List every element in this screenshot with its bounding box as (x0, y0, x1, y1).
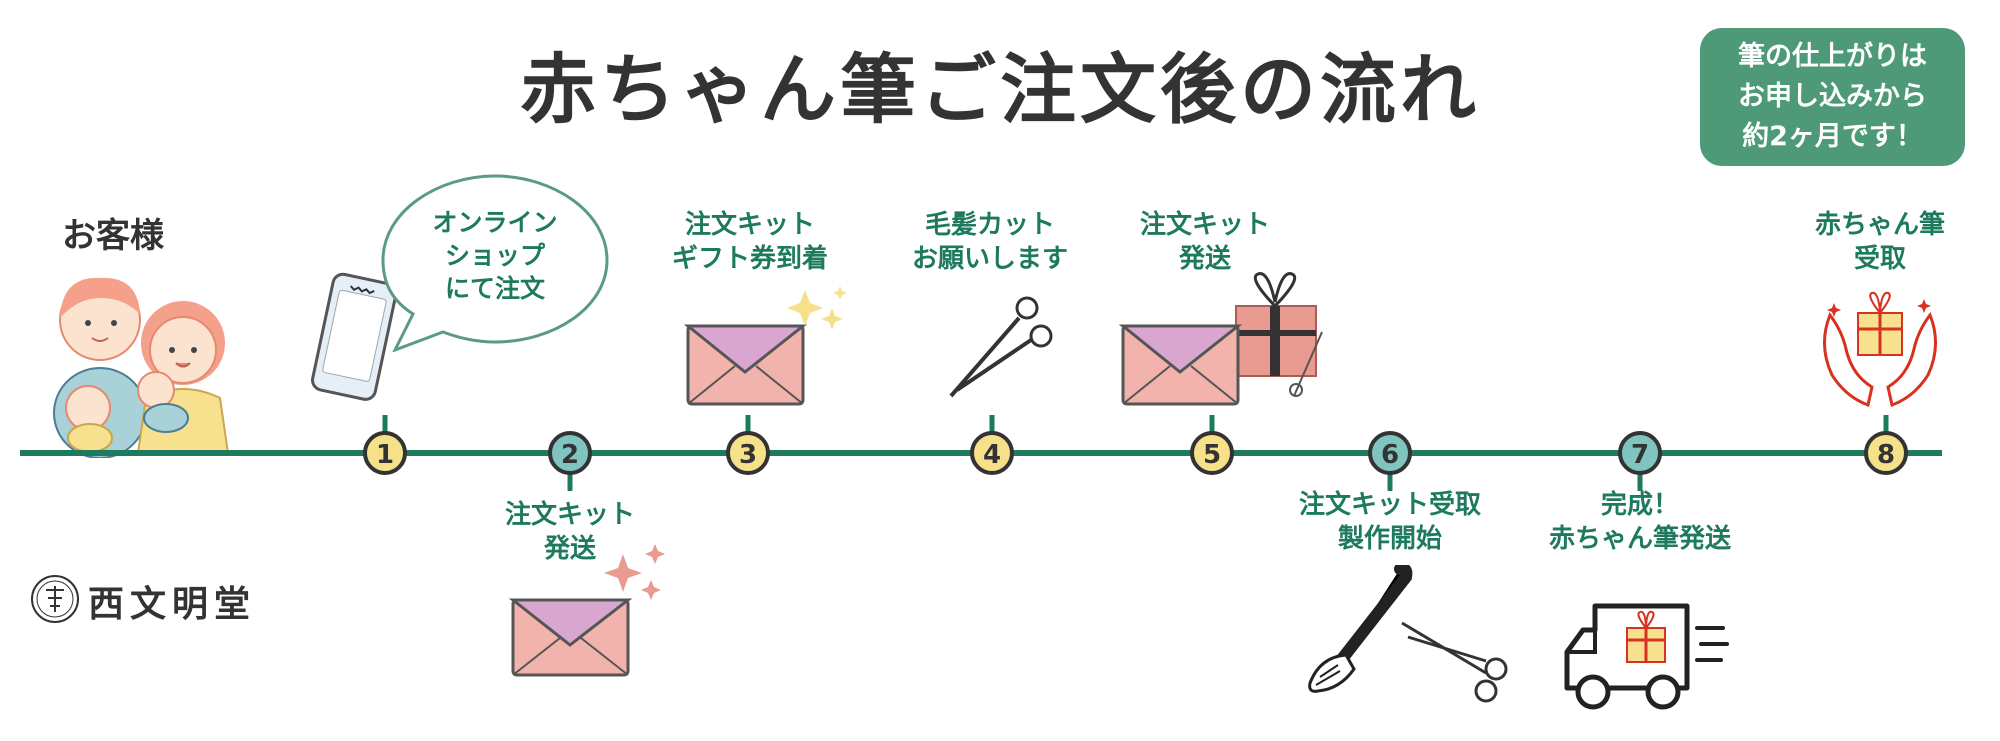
smartphone-icon (311, 272, 398, 401)
step-3-label-line-2: ギフト券到着 (671, 244, 828, 274)
step-5-number: 5 (1203, 440, 1221, 470)
brand-name: 西文明堂 (88, 583, 257, 625)
step-6-label-line-2: 製作開始 (1337, 524, 1442, 554)
step-6-number: 6 (1381, 440, 1399, 470)
step-1-marker (363, 431, 407, 475)
step-8-label-line-2: 受取 (1853, 244, 1906, 274)
step-2-number: 2 (561, 440, 579, 470)
family-illustration (53, 277, 230, 458)
scissors-icon (949, 296, 1053, 398)
step-8-label: 赤ちゃん筆 受取 (1770, 208, 1990, 276)
step-3-marker (726, 431, 770, 475)
brand-seal-icon (31, 575, 79, 623)
step-5-label-line-1: 注文キット (1139, 210, 1270, 240)
step-7-number: 7 (1631, 440, 1649, 470)
step-2-label-line-2: 発送 (543, 534, 596, 564)
step-2-label: 注文キット 発送 (450, 498, 690, 566)
step-4-label: 毛髪カット お願いします (880, 208, 1100, 276)
step-4-label-line-2: お願いします (911, 244, 1068, 274)
step-5-label: 注文キット 発送 (1100, 208, 1310, 276)
note-line-3: 約2ヶ月です！ (1742, 121, 1923, 152)
step-8-number: 8 (1877, 440, 1895, 470)
note-line-2: お申し込みから (1738, 81, 1927, 112)
speech-bubble-text: オンライン ショップ にて注文 (410, 206, 580, 305)
step-8-marker (1864, 431, 1908, 475)
step-7-marker (1618, 431, 1662, 475)
step-1-number: 1 (376, 440, 394, 470)
step-2-marker (548, 431, 592, 475)
gift-kit-icon (1118, 272, 1323, 406)
step-6-label-line-1: 注文キット受取 (1298, 490, 1481, 520)
step-6-label: 注文キット受取 製作開始 (1260, 488, 1520, 556)
bubble-line-3: にて注文 (444, 274, 545, 303)
step-3-number: 3 (739, 440, 757, 470)
step-4-number: 4 (983, 440, 1001, 470)
step-8-label-line-1: 赤ちゃん筆 (1814, 210, 1945, 240)
customer-label: お客様 (62, 216, 164, 256)
step-5-label-line-2: 発送 (1178, 244, 1231, 274)
page-title: 赤ちゃん筆ご注文後の流れ (520, 45, 1480, 134)
step-4-marker (970, 431, 1014, 475)
step-3-label: 注文キット ギフト券到着 (640, 208, 860, 276)
step-2-label-line-1: 注文キット (504, 500, 635, 530)
delivery-time-note: 筆の仕上がりは お申し込みから 約2ヶ月です！ (1700, 28, 1965, 166)
bubble-line-2: ショップ (444, 241, 545, 270)
step-7-label: 完成！ 赤ちゃん筆発送 (1510, 488, 1770, 556)
bubble-line-1: オンライン (432, 208, 558, 237)
brush-icon (1308, 565, 1508, 703)
hands-gift-icon (1823, 291, 1937, 407)
speech-bubble (381, 174, 609, 352)
step-7-label-line-1: 完成！ (1600, 490, 1679, 520)
note-line-1: 筆の仕上がりは (1738, 41, 1927, 72)
step-3-label-line-1: 注文キット (684, 210, 815, 240)
delivery-truck-icon (1564, 603, 1729, 710)
step-5-marker (1190, 431, 1234, 475)
step-6-marker (1368, 431, 1412, 475)
sparkle-icon (604, 554, 642, 592)
step-7-label-line-2: 赤ちゃん筆発送 (1548, 524, 1731, 554)
scissors-icon-step-6 (1401, 621, 1508, 703)
step-4-label-line-1: 毛髪カット (924, 210, 1055, 240)
envelope-icon (508, 544, 665, 677)
envelope-icon-step-3 (683, 286, 847, 406)
